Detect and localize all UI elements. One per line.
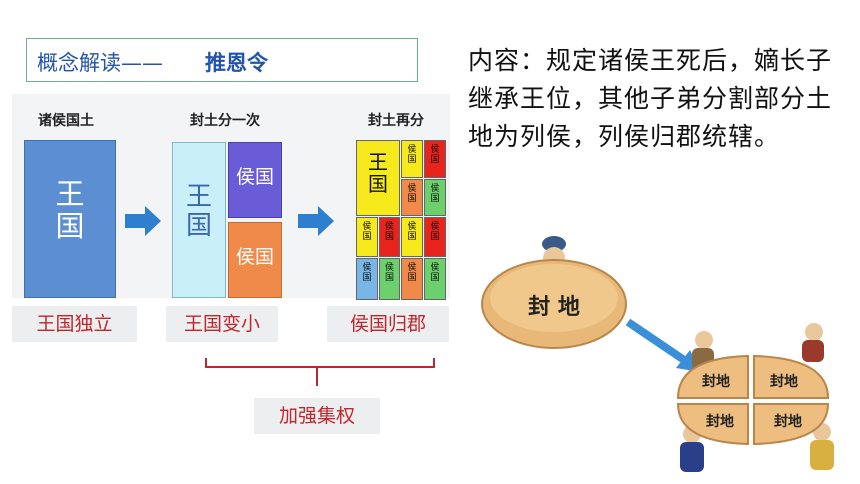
whole-land-top (490, 264, 618, 332)
marquis-cell-label: 侯国 (407, 222, 417, 242)
arrow-1-icon (145, 206, 161, 236)
stage3-marquis-cell: 侯国 (424, 258, 446, 300)
stage3-marquis-cell: 侯国 (424, 179, 446, 216)
stage2-marquis-label-2: 侯国 (235, 246, 274, 268)
stage2-caption: 王国变小 (166, 306, 278, 342)
bracket-stem (316, 368, 318, 386)
content-text: 内容：规定诸侯王死后，嫡长子继承王位，其他子弟分割部分土地为列侯，列侯归郡统辖。 (468, 46, 833, 151)
title-box: 概念解读—— 推恩令 (26, 38, 418, 82)
divided-land-cake (676, 354, 830, 446)
whole-land-label: 封 地 (528, 294, 580, 320)
stage3-marquis-cell: 侯国 (424, 217, 446, 257)
stage1-kingdom-label: 王国 (55, 177, 85, 243)
bracket (205, 358, 435, 368)
title-prefix: 概念解读—— (37, 51, 163, 75)
arrow-1-shaft (125, 214, 145, 228)
divide-arrow-shaft (625, 318, 693, 368)
arrow-2-shaft (298, 214, 318, 228)
stage3-marquis-cell: 侯国 (424, 140, 446, 178)
stage3-marquis-cell: 侯国 (401, 140, 423, 178)
stage3-marquis-cell: 侯国 (379, 217, 400, 257)
stage3-kingdom-block: 王国 (356, 140, 400, 216)
stage3-marquis-cell: 侯国 (401, 179, 423, 216)
stage2-marquis-label-1: 侯国 (235, 166, 274, 188)
summary-caption: 加强集权 (254, 398, 380, 434)
marquis-cell-label: 侯国 (430, 184, 440, 204)
stage3-marquis-cell: 侯国 (401, 217, 423, 257)
heir-figures-icon (680, 323, 834, 472)
marquis-cell-label: 侯国 (362, 222, 372, 242)
piece-label-4: 封地 (774, 413, 802, 430)
stage3-marquis-cell: 侯国 (401, 258, 423, 300)
arrow-2-icon (318, 206, 334, 236)
stage1-title: 诸侯国土 (38, 113, 94, 129)
marquis-cell-label: 侯国 (362, 263, 372, 283)
piece-label-2: 封地 (770, 373, 798, 390)
marquis-cell-label: 侯国 (430, 222, 440, 242)
stage3-marquis-cell: 侯国 (379, 258, 400, 300)
illustration-divide-land: 封 地 封地 封地 封地 封地 (481, 236, 834, 472)
stage2-kingdom-label: 王国 (185, 182, 212, 241)
stage1-caption: 王国独立 (12, 306, 137, 342)
stage2-marquis-block-1: 侯国 (228, 142, 282, 218)
marquis-cell-label: 侯国 (384, 263, 394, 283)
stage1-kingdom-block: 王国 (24, 140, 116, 298)
piece-label-1: 封地 (702, 373, 730, 390)
stage3-marquis-cell: 侯国 (356, 217, 378, 257)
stage3-title: 封土再分 (368, 113, 424, 129)
marquis-cell-label: 侯国 (430, 145, 440, 165)
stage2-kingdom-block: 王国 (172, 142, 226, 298)
marquis-cell-label: 侯国 (384, 222, 394, 242)
stage2-marquis-block-2: 侯国 (228, 222, 282, 298)
stage3-caption: 侯国归郡 (327, 306, 449, 342)
stage3-marquis-cell: 侯国 (356, 258, 378, 300)
marquis-cell-label: 侯国 (407, 263, 417, 283)
title-keyword: 推恩令 (205, 51, 268, 75)
stage3-grid: 王国 侯国 侯国 侯国 侯国 侯国 侯国 侯国 侯国 侯国 侯国 侯国 侯国 (356, 140, 446, 300)
stage2-title: 封土分一次 (190, 113, 260, 129)
piece-label-3: 封地 (706, 413, 734, 430)
marquis-cell-label: 侯国 (430, 263, 440, 283)
marquis-cell-label: 侯国 (407, 145, 417, 165)
marquis-cell-label: 侯国 (407, 184, 417, 204)
stage3-kingdom-label: 王国 (368, 150, 388, 196)
